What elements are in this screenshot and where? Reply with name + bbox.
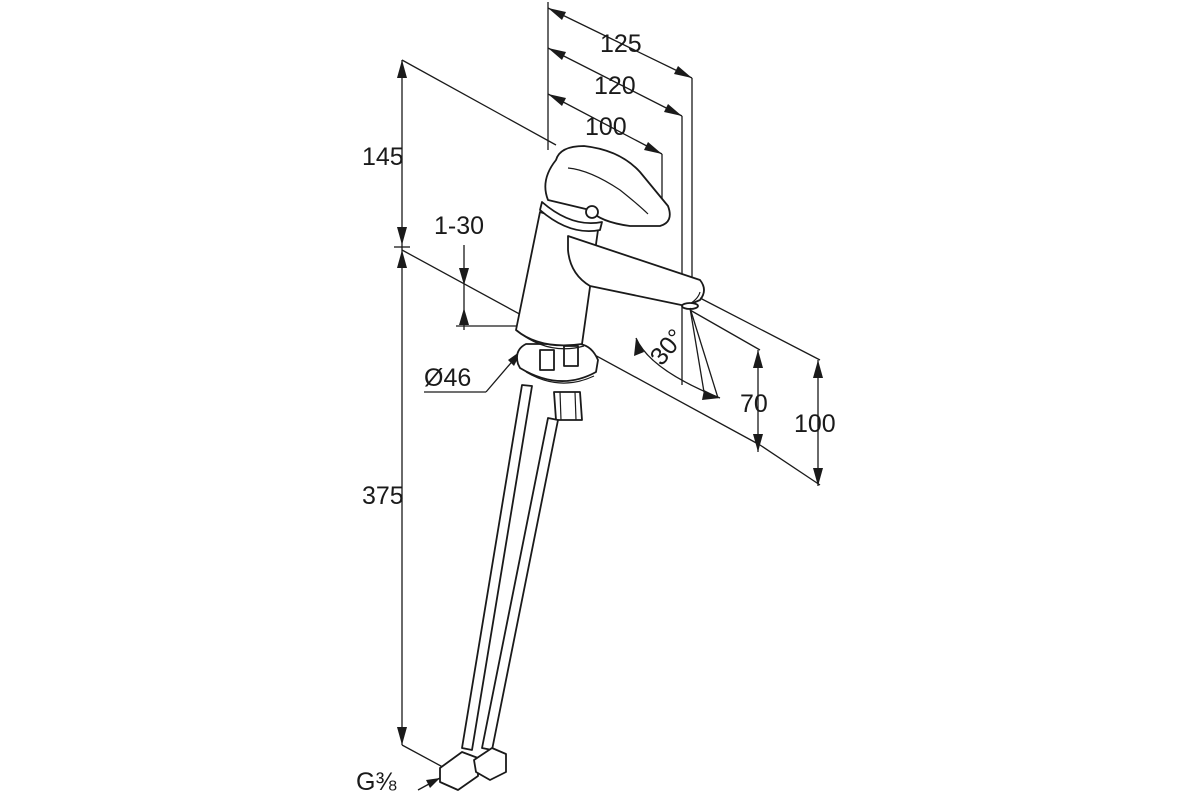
- arrow-125-left: [548, 8, 566, 20]
- lever-handle: [544, 145, 671, 227]
- label-1-30: 1-30: [434, 212, 484, 240]
- label-100-right: 100: [794, 410, 836, 438]
- label-70: 70: [740, 390, 768, 418]
- dim-line-125: [547, 7, 693, 79]
- arrow-1-30-bottom: [459, 308, 469, 325]
- arrow-125-right: [674, 66, 692, 78]
- supply-hoses: [439, 384, 559, 791]
- label-120: 120: [594, 72, 636, 100]
- flange-edge: [525, 371, 595, 384]
- hose-fitting-left: [439, 751, 479, 791]
- body-base-curve: [515, 329, 585, 350]
- top-dimension-lines: [547, 2, 693, 385]
- left-dimension-lines: [394, 59, 761, 773]
- deck-thickness-dimension: [456, 245, 520, 330]
- label-angle-30: 30°: [645, 324, 691, 371]
- dim-line-120: [547, 47, 683, 117]
- collar-ring: [539, 201, 603, 232]
- nut-facet-2: [574, 391, 577, 421]
- arrow-375-bottom: [397, 727, 407, 745]
- arrow-145-top: [397, 60, 407, 78]
- angle-ray-2: [689, 307, 705, 393]
- label-diameter-46: Ø46: [424, 364, 471, 392]
- label-125: 125: [600, 30, 642, 58]
- label-145: 145: [362, 143, 404, 171]
- lock-nut: [553, 391, 583, 421]
- arrow-1-30-top: [459, 268, 469, 285]
- angle-ray-1: [689, 307, 719, 399]
- arrow-70-top: [753, 350, 763, 368]
- lever-pivot: [585, 205, 599, 219]
- nut-facet-1: [559, 391, 562, 421]
- lever-highlight: [567, 167, 649, 215]
- fitting-left: [539, 349, 555, 371]
- extension-spout-70: [689, 309, 761, 351]
- arrow-100r-bottom: [813, 468, 823, 486]
- mounting-flange: [516, 343, 599, 382]
- extension-spout-100: [699, 297, 821, 361]
- faucet-body: [515, 145, 705, 421]
- arrow-thread: [426, 778, 440, 788]
- arrow-145-bottom: [397, 227, 407, 245]
- extension-top-slant: [401, 59, 557, 146]
- arrow-100-left: [548, 94, 566, 106]
- arrow-angle-left: [634, 338, 644, 356]
- arrow-120-left: [548, 48, 566, 60]
- hose-fitting-right: [473, 747, 507, 781]
- label-100-top: 100: [585, 113, 627, 141]
- arrow-100r-top: [813, 360, 823, 378]
- arrow-120-right: [664, 104, 682, 116]
- dim-line-100: [547, 93, 663, 155]
- extension-deck-right: [759, 444, 821, 486]
- arrow-100-right: [644, 142, 662, 154]
- hose-left: [461, 384, 533, 751]
- arrow-70-bottom: [753, 434, 763, 452]
- label-thread-g38: G⅜: [356, 768, 396, 796]
- spout-height-dimensions: [689, 297, 823, 486]
- label-375: 375: [362, 482, 404, 510]
- arrow-angle-right: [702, 390, 720, 400]
- spout-angle-dimension: [634, 307, 721, 400]
- arrow-375-top: [397, 250, 407, 268]
